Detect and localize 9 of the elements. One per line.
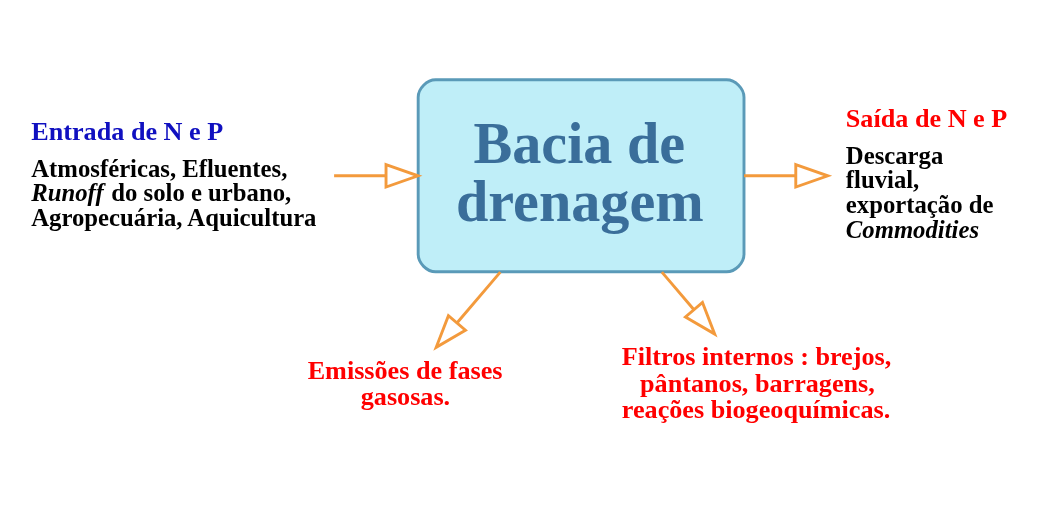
arrow: [334, 162, 423, 189]
arrow: [433, 270, 502, 351]
arrow: [660, 270, 718, 337]
node-text: Saída de N e P Descarga fluvial, exportação de Commodities: [845, 103, 1008, 243]
node-text: Entrada de N e P Atmosféricas, Efluentes, Runoff do solo e urbano, Agropecuária, Aquicultura: [31, 116, 317, 231]
node-box: Bacia de drenagem: [416, 77, 746, 273]
node-text: Filtros internos : brejos, pântanos, barragens, reações biogeoquímicas.: [621, 341, 892, 424]
arrow: [744, 162, 833, 189]
node-text: Emissões de fases gasosas.: [307, 355, 503, 411]
